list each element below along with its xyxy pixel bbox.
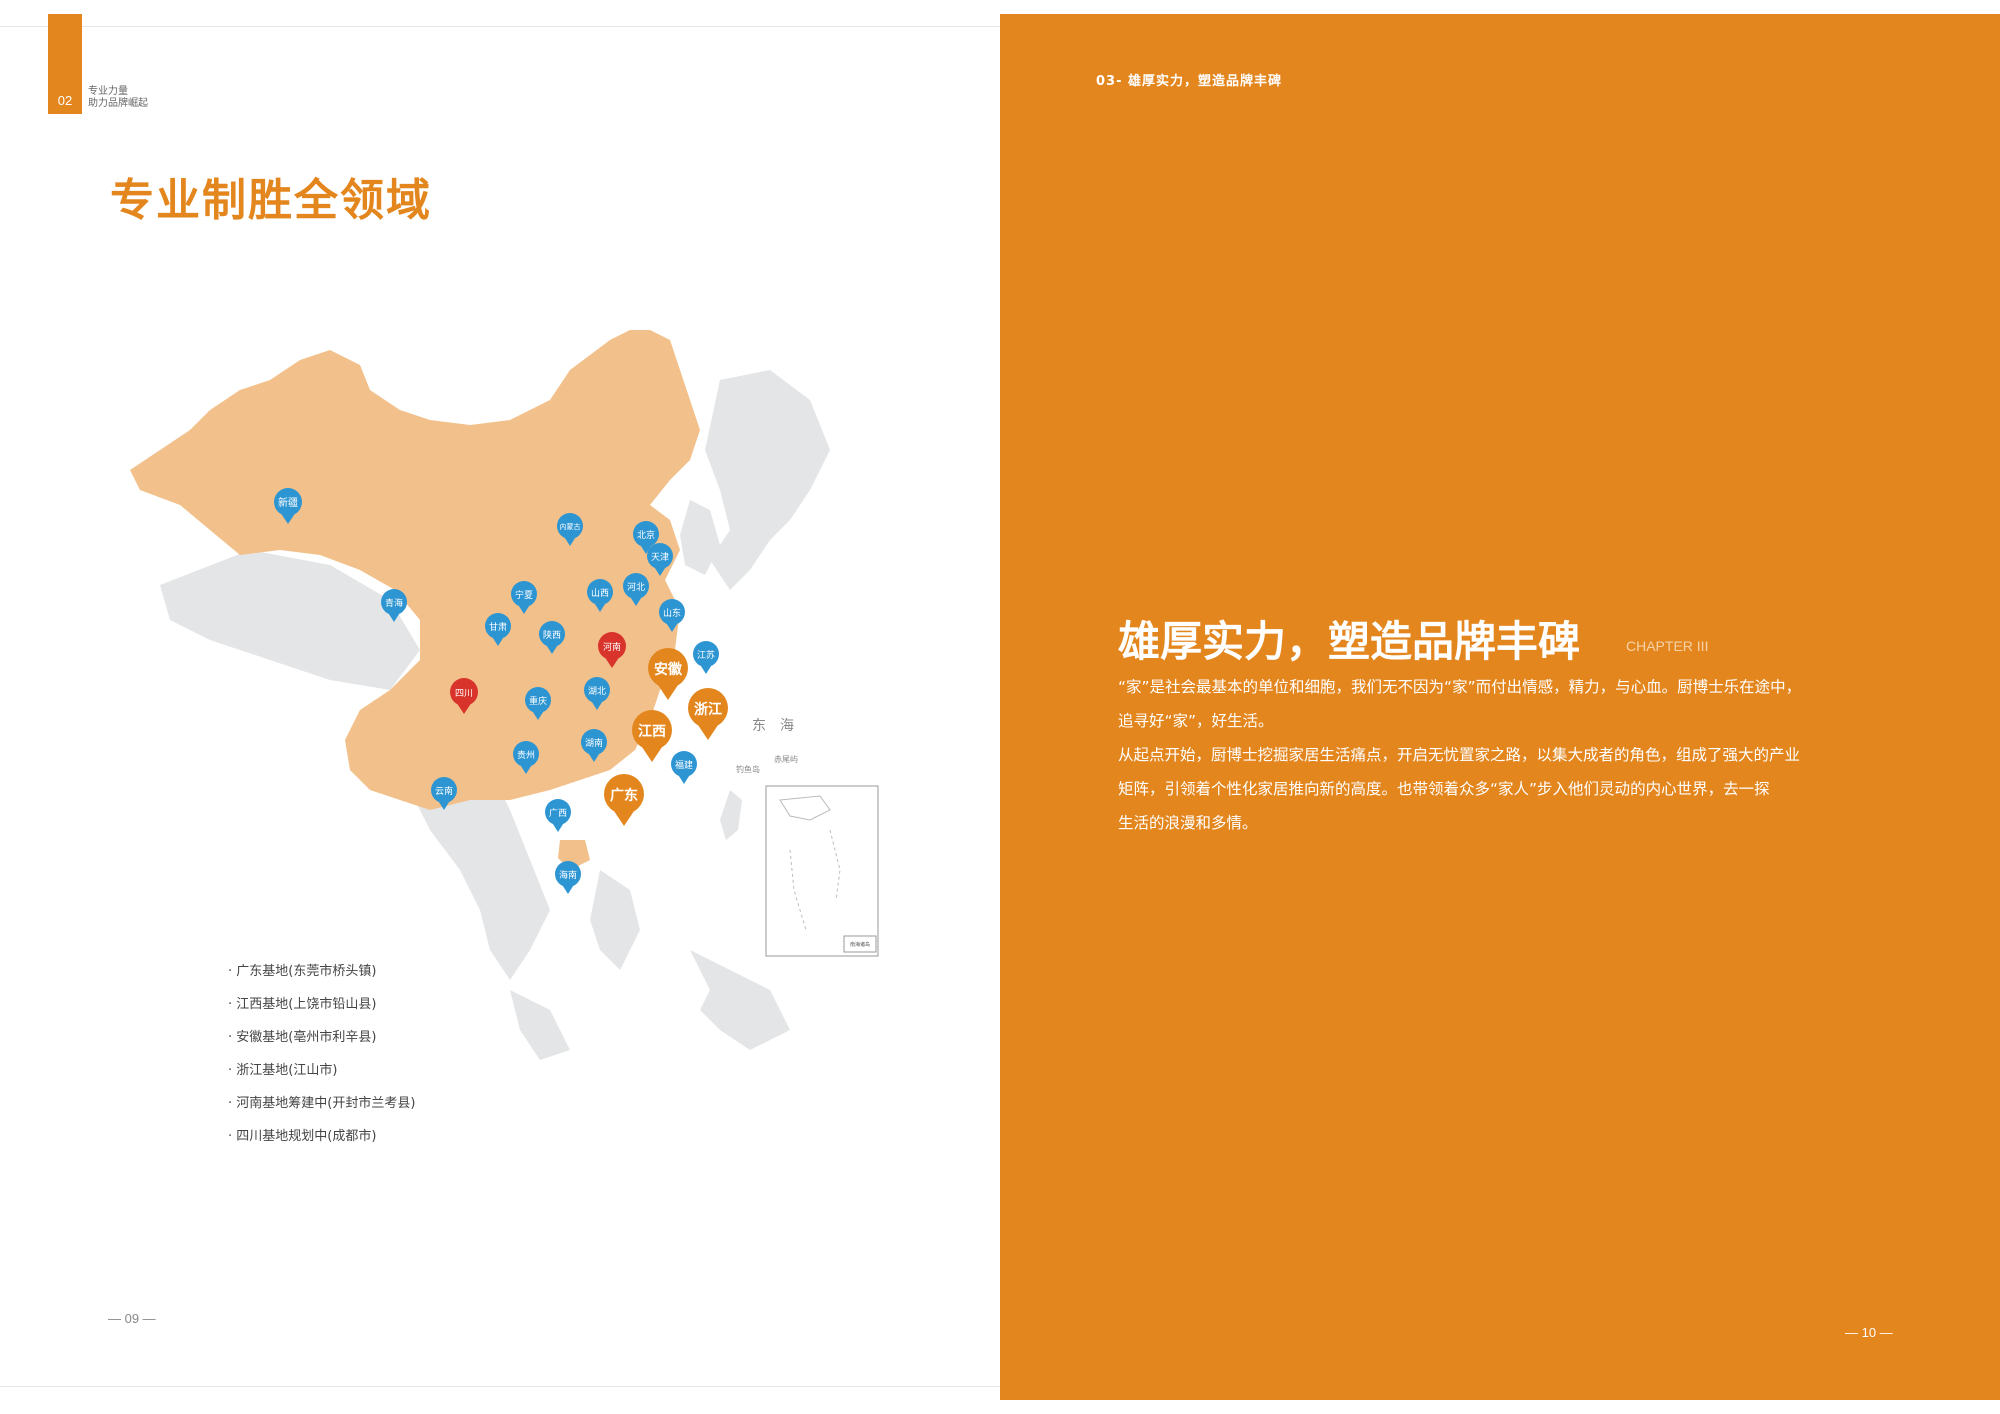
chapter-title: 雄厚实力，塑造品牌丰碑 — [1118, 617, 1581, 666]
korea-japan-land — [705, 370, 830, 590]
section-caption: 专业力量 助力品牌崛起 — [88, 86, 148, 110]
marker-fujian: 福建 — [671, 751, 697, 784]
marker-gansu: 甘肃 — [485, 613, 511, 646]
legend-item: · 安徽基地(亳州市利辛县) — [228, 1030, 377, 1045]
marker-zhejiang: 浙江 — [688, 688, 728, 740]
marker-guangdong: 广东 — [604, 774, 644, 826]
marker-label: 湖南 — [585, 737, 603, 749]
marker-label: 广西 — [549, 807, 567, 819]
chapter-tag: 03- 雄厚实力，塑造品牌丰碑 — [1096, 74, 1283, 89]
legend-item: · 河南基地筹建中(开封市兰考县) — [228, 1096, 416, 1111]
marker-yunnan: 云南 — [431, 777, 457, 810]
marker-hebei: 河北 — [623, 573, 649, 606]
marker-sichuan: 四川 — [450, 678, 478, 714]
marker-label: 甘肃 — [489, 621, 507, 633]
marker-label: 江西 — [638, 723, 666, 740]
legend-item: · 四川基地规划中(成都市) — [228, 1129, 377, 1144]
body-line: 矩阵，引领着个性化家居推向新的高度。也带领着众多“家人”步入他们灵动的内心世界，… — [1118, 780, 1770, 798]
tibet-area — [160, 550, 420, 690]
marker-label: 新疆 — [278, 496, 298, 509]
marker-label: 云南 — [435, 785, 453, 797]
marker-label: 湖北 — [588, 686, 606, 697]
marker-jiangxi: 江西 — [632, 710, 672, 762]
body-line: 从起点开始，厨博士挖掘家居生活痛点，开启无忧置家之路，以集大成者的角色，组成了强… — [1118, 746, 1801, 764]
section-caption-line1: 专业力量 — [88, 86, 128, 97]
marker-neimenggu: 内蒙古 — [557, 513, 583, 546]
page-number-right: — 10 — — [1845, 1325, 1893, 1340]
base-legend: · 广东基地(东莞市桥头镇) · 江西基地(上饶市铅山县) · 安徽基地(亳州市… — [228, 962, 415, 1160]
bottom-rule — [0, 1386, 1000, 1387]
left-page: 02 专业力量 助力品牌崛起 专业制胜全领域 新疆 内蒙古 北京 天津 宁夏 山… — [0, 14, 1000, 1387]
marker-hainan: 海南 — [555, 861, 581, 894]
marker-label: 内蒙古 — [560, 522, 581, 531]
chapter-body: “家”是社会最基本的单位和细胞，我们无不因为“家”而付出情感，精力，与心血。厨博… — [1118, 670, 1878, 840]
marker-label: 陕西 — [543, 629, 561, 641]
page-number-left: — 09 — — [108, 1311, 156, 1326]
marker-label: 海南 — [559, 869, 577, 881]
marker-beijing: 北京 — [633, 521, 659, 554]
marker-label: 贵州 — [517, 749, 535, 761]
body-line: “家”是社会最基本的单位和细胞，我们无不因为“家”而付出情感，精力，与心血。厨博… — [1118, 678, 1802, 696]
chapter-label: CHAPTER III — [1626, 638, 1709, 654]
marker-xinjiang: 新疆 — [274, 488, 302, 524]
marker-label: 福建 — [675, 759, 693, 771]
inset-label: 南海诸岛 — [850, 941, 870, 948]
section-number: 02 — [57, 93, 73, 108]
china-land — [130, 330, 700, 810]
page-heading: 专业制胜全领域 — [110, 175, 432, 226]
marker-label: 河北 — [627, 581, 645, 593]
marker-shaanxi: 陕西 — [539, 621, 565, 654]
legend-item: · 浙江基地(江山市) — [228, 1063, 338, 1078]
indochina — [590, 870, 640, 970]
body-line: 追寻好“家”，好生活。 — [1118, 712, 1274, 730]
marker-label: 北京 — [637, 529, 655, 541]
right-page: 03- 雄厚实力，塑造品牌丰碑 雄厚实力，塑造品牌丰碑 CHAPTER III … — [1000, 14, 2000, 1400]
taiwan — [720, 790, 742, 840]
body-line: 生活的浪漫和多情。 — [1118, 814, 1258, 832]
marker-hubei: 湖北 — [584, 677, 610, 710]
marker-anhui: 安徽 — [648, 648, 688, 700]
marker-label: 青海 — [385, 597, 403, 609]
china-map: 新疆 内蒙古 北京 天津 宁夏 山西 河北 青海 山东 甘肃 陕西 江苏 重庆 … — [130, 330, 879, 1060]
marker-label: 广东 — [610, 787, 638, 804]
marker-label: 四川 — [455, 689, 473, 699]
marker-shanxi: 山西 — [587, 579, 613, 612]
island-label-chiwei: 赤尾屿 — [774, 755, 798, 764]
marker-tianjin: 天津 — [647, 543, 673, 576]
marker-label: 江苏 — [697, 649, 715, 661]
marker-label: 山东 — [663, 607, 681, 619]
marker-guangxi: 广西 — [545, 799, 571, 832]
marker-label: 浙江 — [694, 701, 722, 718]
marker-label: 宁夏 — [515, 589, 533, 601]
philippines — [690, 950, 790, 1050]
marker-henan: 河南 — [598, 632, 626, 668]
marker-label: 山西 — [591, 588, 609, 599]
marker-guizhou: 贵州 — [513, 741, 539, 774]
marker-label: 天津 — [651, 552, 669, 563]
island-label-diaoyu: 钓鱼岛 — [736, 764, 760, 774]
marker-shandong: 山东 — [659, 599, 685, 632]
section-tab: 02 — [48, 14, 82, 114]
marker-chongqing: 重庆 — [525, 687, 551, 720]
marker-qinghai: 青海 — [381, 589, 407, 622]
section-caption-line2: 助力品牌崛起 — [88, 98, 148, 109]
sea-label: 东 海 — [752, 718, 794, 734]
south-china-sea-inset: 南海诸岛 — [765, 785, 879, 957]
marker-label: 河南 — [603, 641, 621, 653]
legend-item: · 广东基地(东莞市桥头镇) — [228, 964, 377, 979]
marker-jiangsu: 江苏 — [693, 641, 719, 674]
korean-peninsula — [680, 500, 720, 575]
marker-label: 重庆 — [529, 695, 547, 707]
marker-ningxia: 宁夏 — [511, 581, 537, 614]
top-rule — [0, 26, 1000, 27]
marker-hunan: 湖南 — [581, 729, 607, 762]
legend-item: · 江西基地(上饶市铅山县) — [228, 997, 377, 1012]
malaysia — [510, 990, 570, 1060]
marker-label: 安徽 — [654, 661, 683, 678]
